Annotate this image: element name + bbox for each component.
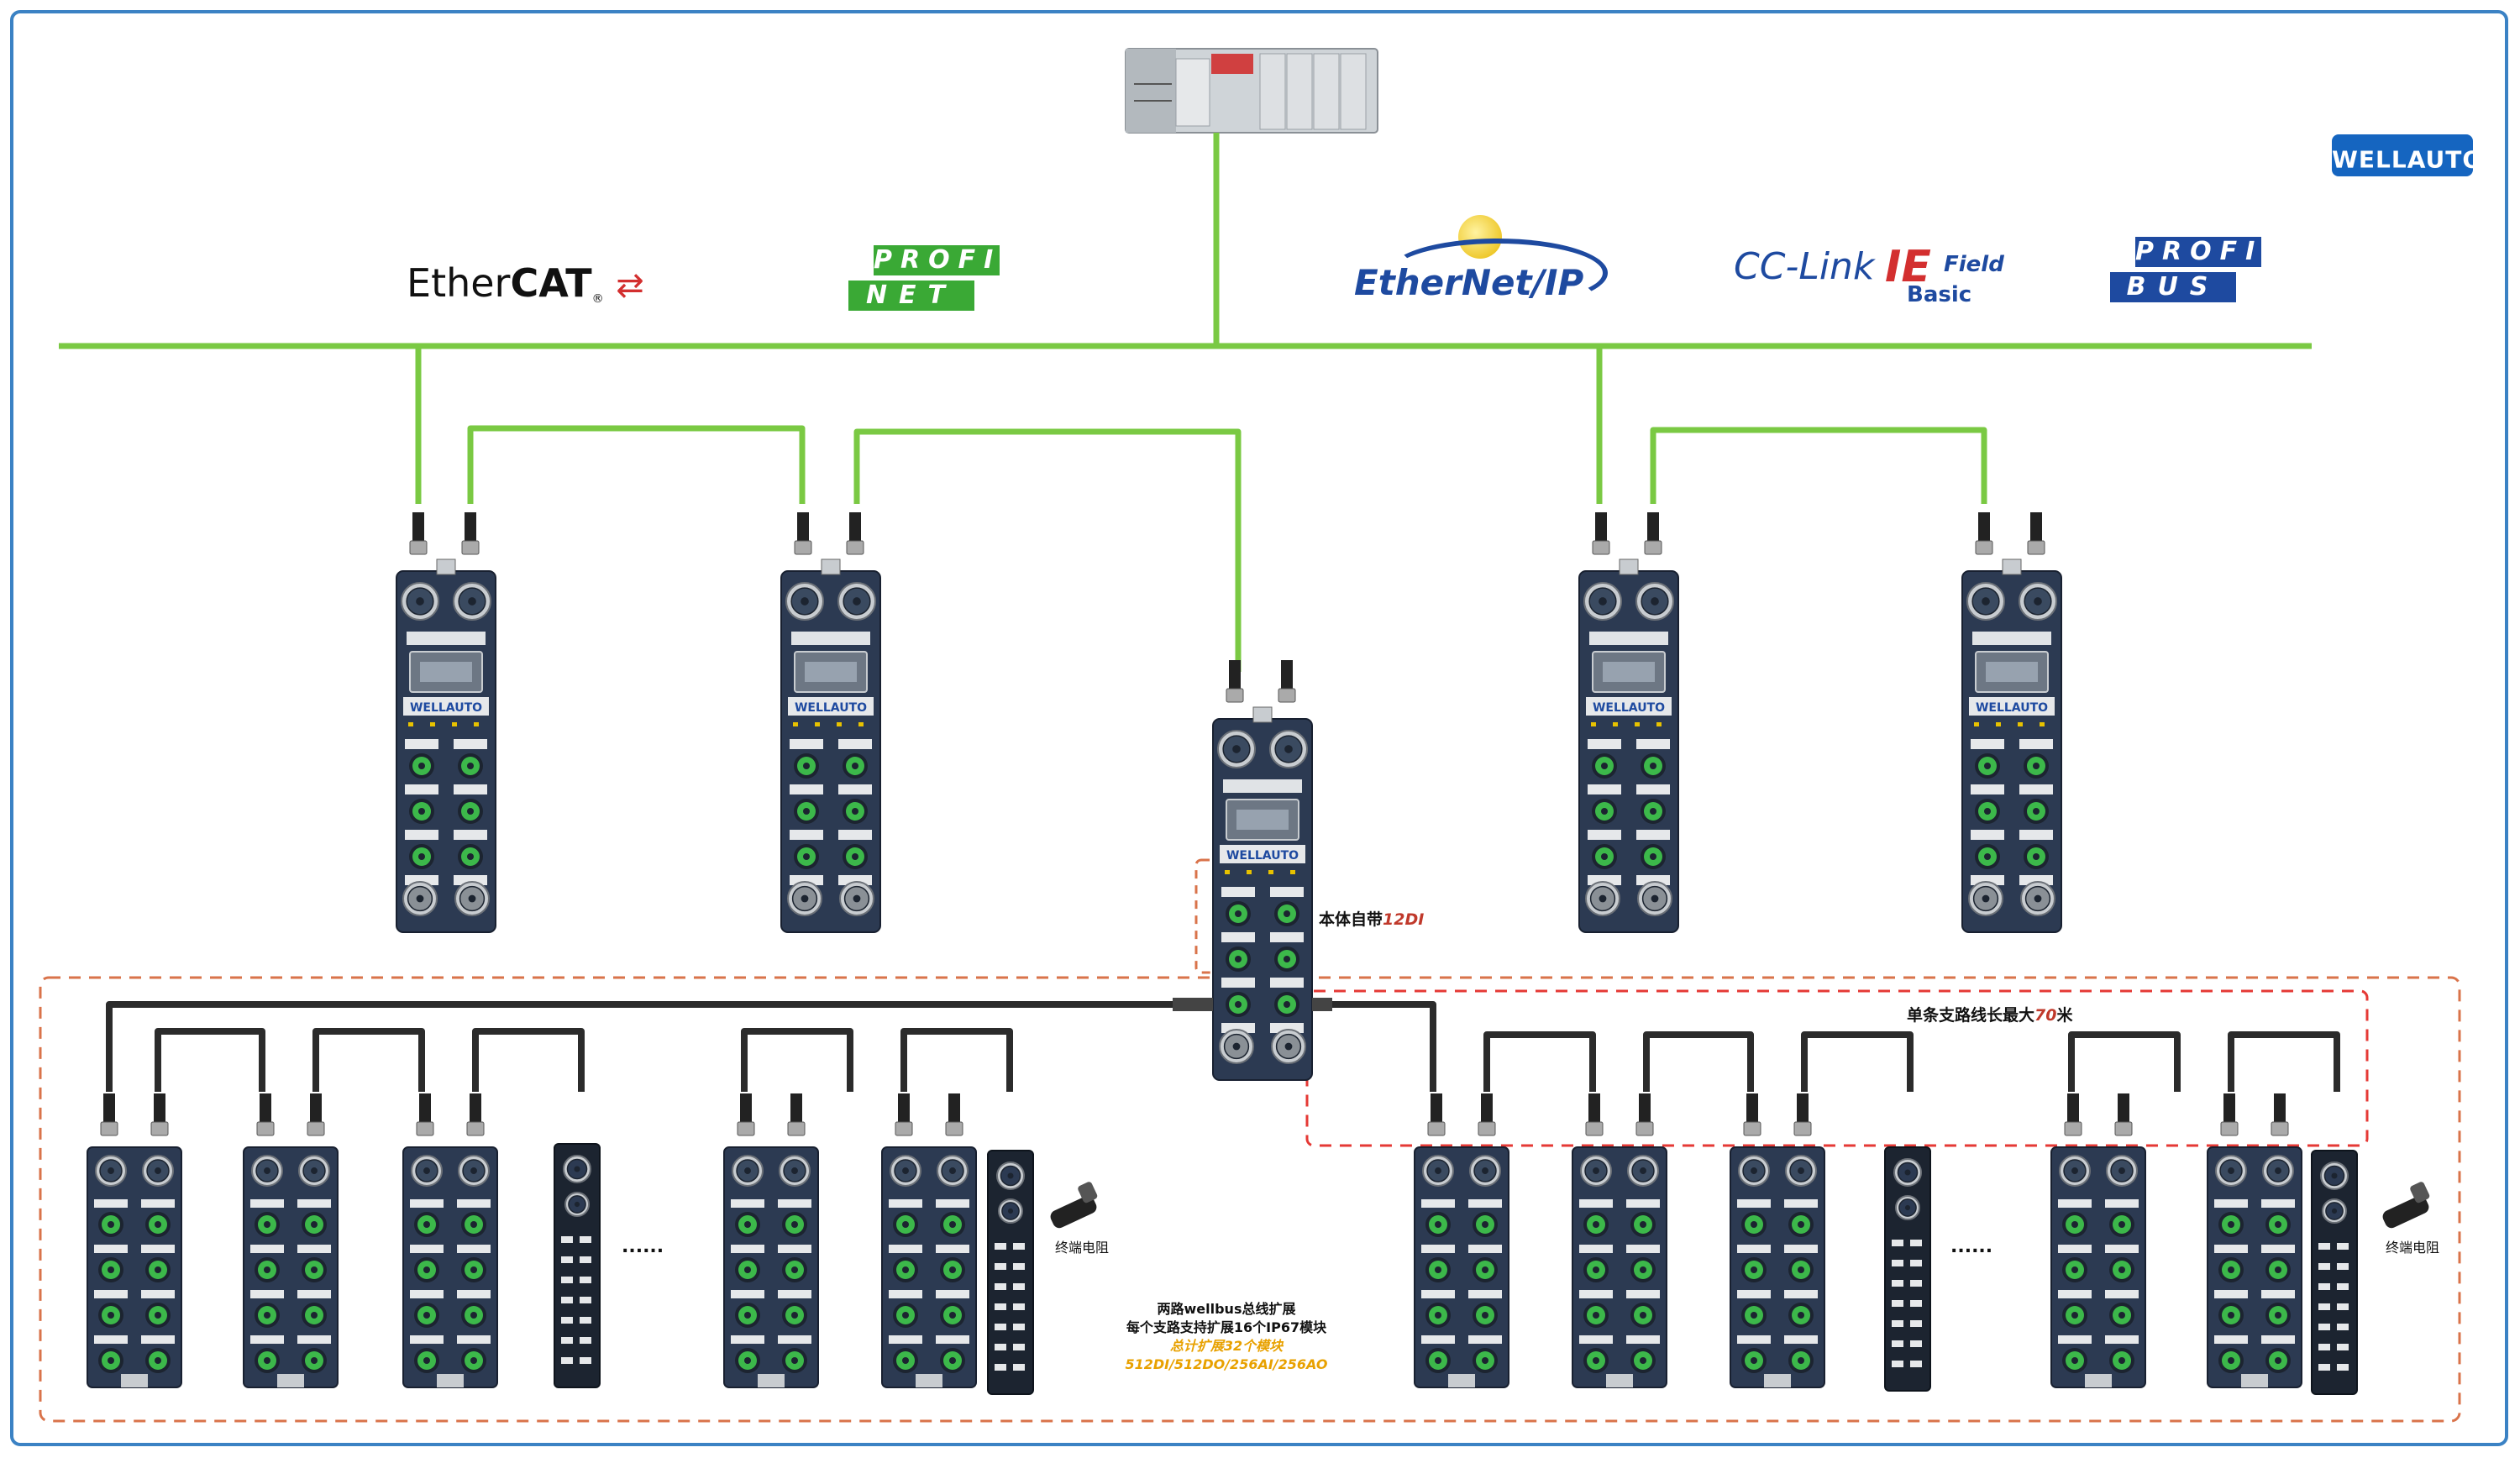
summary-line1: 两路wellbus总线扩展 (1157, 1301, 1296, 1317)
io-module-1: WELLAUTO (396, 512, 496, 933)
ethercat-arrow-icon: ⇄ (616, 266, 644, 305)
terminator-label-right: 终端电阻 (2386, 1240, 2440, 1256)
ethercat-logo: EtherCAT® ⇄ (407, 260, 644, 306)
profinet-row2: NET (848, 281, 974, 311)
ext-module-right-3 (1730, 1093, 1825, 1388)
ethernetip-swoosh-icon (1388, 239, 1608, 307)
ext-module-right-1 (1414, 1093, 1509, 1388)
io-module-4: WELLAUTO (1961, 512, 2062, 933)
io-module-3: WELLAUTO (1578, 512, 1679, 933)
outer-frame (10, 10, 2508, 1446)
coupler-module: WELLAUTO (1173, 660, 1332, 1081)
slim-module-left-1 (554, 1143, 601, 1388)
terminator-resistor-right-icon (2382, 1182, 2430, 1229)
slim-module-right-2 (2311, 1150, 2358, 1395)
ext-module-right-5 (2207, 1093, 2302, 1388)
ext-module-left-4 (723, 1093, 819, 1388)
cclink-text-d: Basic (1907, 282, 1972, 307)
cclink-text-c: Field (1944, 252, 2004, 277)
io-module-2: WELLAUTO (780, 512, 881, 933)
ethercat-text-b: CAT (510, 260, 592, 306)
ext-module-left-5 (881, 1093, 977, 1388)
ext-module-left-1 (87, 1093, 182, 1388)
ext-module-right-2 (1572, 1093, 1667, 1388)
wellauto-logo: WELLAUTO® (2332, 134, 2495, 176)
ethercat-text-a: Ether (407, 260, 511, 306)
ellipsis-left: ...... (622, 1236, 664, 1257)
branch-length-region (1305, 989, 2369, 1147)
branch-length-label: 单条支路线长最大70米 (1907, 1006, 2073, 1025)
module-brand-label: WELLAUTO (1226, 849, 1299, 863)
ext-module-right-4 (2050, 1093, 2146, 1388)
ellipsis-right: ...... (1950, 1236, 1993, 1257)
wellbus-cables (106, 1001, 2340, 1092)
cclink-text-a: CC-Link (1734, 245, 1875, 288)
builtin-io-label: 本体自带12DI (1319, 910, 1425, 929)
terminator-resistor-left-icon (1050, 1182, 1098, 1229)
module-brand-label: WELLAUTO (1593, 701, 1665, 715)
summary-line4: 512DI/512DO/256AI/256AO (1125, 1356, 1328, 1372)
ext-module-left-3 (402, 1093, 498, 1388)
module-brand-label: WELLAUTO (410, 701, 482, 715)
summary-line3: 总计扩展32个模块 (1169, 1338, 1284, 1354)
module-brand-label: WELLAUTO (795, 701, 867, 715)
cclink-text-b: IE (1885, 242, 1931, 292)
slim-module-right-1 (1884, 1146, 1931, 1392)
cclink-logo: CC-Link IE Field Basic (1734, 242, 2004, 312)
summary-block: 两路wellbus总线扩展 每个支路支持扩展16个IP67模块 总计扩展32个模… (1100, 1300, 1352, 1374)
slim-module-left-2 (987, 1150, 1034, 1395)
ethernetip-logo: EtherNet/IP (1354, 215, 1608, 307)
profinet-row1: PROFI (874, 245, 1002, 275)
ethernetip-text: EtherNet/IP (1354, 262, 1584, 303)
ethernet-cables (59, 133, 2312, 672)
ext-module-left-2 (243, 1093, 339, 1388)
plc-controller (1125, 48, 1378, 134)
terminator-label-left: 终端电阻 (1055, 1240, 1110, 1256)
summary-line2: 每个支路支持扩展16个IP67模块 (1126, 1319, 1327, 1335)
profibus-row1: PROFI (2135, 237, 2264, 267)
wellauto-logo-text: WELLAUTO (2332, 145, 2484, 174)
profibus-row2: BUS (2110, 272, 2236, 302)
module-brand-label: WELLAUTO (1976, 701, 2048, 715)
